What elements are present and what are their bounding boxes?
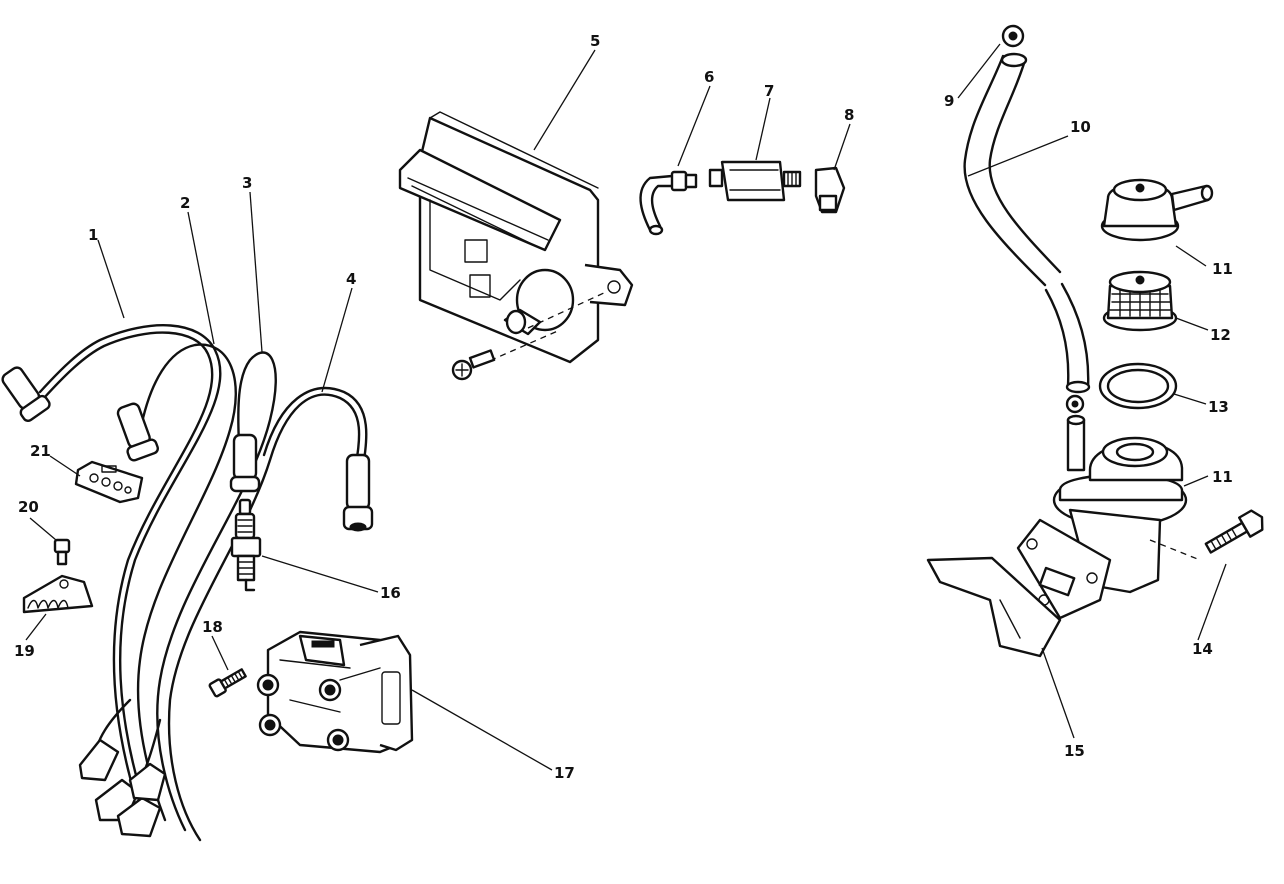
callout-4: 4 [346,270,356,288]
callout-10: 10 [1070,118,1091,136]
control-unit [398,111,634,381]
fuel-pump-body [926,414,1188,658]
pump-bolt [1204,509,1264,554]
callout-21: 21 [30,442,51,460]
callout-labels: 1 2 3 4 5 6 7 8 9 10 11 12 13 11 14 15 1… [14,32,1233,782]
callout-8: 8 [844,106,854,124]
callout-20: 20 [18,498,39,516]
ignition-coil [256,630,414,754]
callout-16: 16 [380,584,401,602]
callout-5: 5 [590,32,600,50]
fuel-hose [963,24,1091,414]
lead-separator [74,460,144,504]
callout-3: 3 [242,174,252,192]
leader-lines [25,43,1227,771]
lower-lead-boots [78,738,167,838]
spark-plug [230,498,262,592]
callout-19: 19 [14,642,35,660]
pump-filter [1102,270,1178,332]
callout-13: 13 [1208,398,1229,416]
callout-11-lower: 11 [1212,468,1233,486]
pressure-sensor-assembly [639,160,846,236]
callout-9: 9 [944,92,954,110]
seal-ring [1098,362,1178,410]
callout-11-upper: 11 [1212,260,1233,278]
callout-15: 15 [1064,742,1085,760]
callout-6: 6 [704,68,714,86]
callout-12: 12 [1210,326,1231,344]
callout-1: 1 [88,226,98,244]
coil-bolt [208,668,247,698]
callout-2: 2 [180,194,190,212]
lead-boots [1,366,374,532]
callout-18: 18 [202,618,223,636]
callout-14: 14 [1192,640,1213,658]
pump-top-cover [1100,178,1214,242]
bracket-and-screw [22,538,94,614]
callout-7: 7 [764,82,774,100]
callout-17: 17 [554,764,575,782]
